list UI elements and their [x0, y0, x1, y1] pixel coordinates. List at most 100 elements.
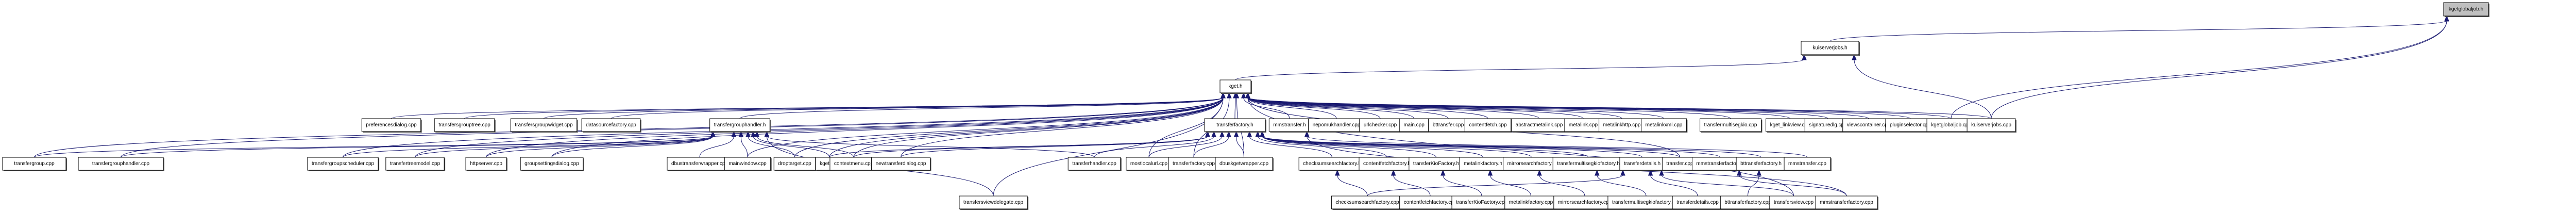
node-box[interactable]	[773, 157, 816, 171]
node-transfersviewdelegate-cpp[interactable]: transfersviewdelegate.cpp	[959, 195, 1029, 210]
node-transfermultisegkiofactory-h[interactable]: transfermultisegkiofactory.h	[1552, 157, 1625, 171]
node-mmstransfer-h[interactable]: mmstransfer.h	[1268, 118, 1311, 133]
node-transferhandler-cpp[interactable]: transferhandler.cpp	[1067, 157, 1122, 171]
node-bttransferfactory-cpp[interactable]: bttransferfactory.cpp	[1720, 195, 1776, 210]
node-transfergrouphandler-cpp[interactable]: transfergrouphandler.cpp	[78, 157, 164, 171]
node-transferfactory-cpp[interactable]: transferfactory.cpp	[1168, 157, 1221, 171]
node-box[interactable]	[1720, 195, 1776, 209]
node-mainwindow-cpp[interactable]: mainwindow.cpp	[724, 157, 772, 171]
node-box[interactable]	[1428, 118, 1468, 132]
node-transferdetails-h[interactable]: transferdetails.h	[1619, 157, 1666, 171]
node-abstractmetalink-cpp[interactable]: abstractmetalink.cpp	[1511, 118, 1568, 133]
node-box[interactable]	[1268, 118, 1311, 132]
node-box[interactable]	[1641, 118, 1687, 132]
node-box[interactable]	[724, 157, 771, 171]
node-box[interactable]	[959, 195, 1028, 209]
node-box[interactable]	[1331, 195, 1404, 209]
node-kget-h[interactable]: kget.h	[1219, 79, 1252, 94]
node-box[interactable]	[1399, 195, 1461, 209]
node-mmstransferfactory-cpp[interactable]: mmstransferfactory.cpp	[1815, 195, 1878, 210]
node-box[interactable]	[510, 118, 578, 132]
node-mmstransfer-cpp[interactable]: mmstransfer.cpp	[1784, 157, 1832, 171]
node-box[interactable]	[581, 118, 641, 132]
node-kuiserverjobs-h[interactable]: kuiserverjobs.h	[1801, 41, 1860, 56]
node-dbustransferwrapper-cpp[interactable]: dbustransferwrapper.cpp	[667, 157, 734, 171]
node-kuiserverjobs-cpp[interactable]: kuiserverjobs.cpp	[1967, 118, 2016, 133]
node-transfersgrouptree-cpp[interactable]: transfersgrouptree.cpp	[434, 118, 496, 133]
node-bttransfer-cpp[interactable]: bttransfer.cpp	[1428, 118, 1469, 133]
node-droptarget-cpp[interactable]: droptarget.cpp	[773, 157, 817, 171]
node-box[interactable]	[1553, 195, 1616, 209]
node-box[interactable]	[1204, 118, 1266, 132]
node-transfermultisegkio-cpp[interactable]: transfermultisegkio.cpp	[1700, 118, 1762, 133]
node-box[interactable]	[1511, 118, 1567, 132]
node-newtransferdialog-cpp[interactable]: newtransferdialog.cpp	[871, 157, 931, 171]
node-box[interactable]	[465, 157, 507, 171]
node-transfersgroupwidget-cpp[interactable]: transfersgroupwidget.cpp	[510, 118, 578, 133]
node-box[interactable]	[1464, 118, 1512, 132]
node-box[interactable]	[1672, 195, 1723, 209]
node-main-cpp[interactable]: main.cpp	[1399, 118, 1430, 133]
node-transfergroup-cpp[interactable]: transfergroup.cpp	[2, 157, 67, 171]
node-box[interactable]	[1308, 118, 1365, 132]
node-groupsettingsdialog-cpp[interactable]: groupsettingsdialog.cpp	[520, 157, 584, 171]
node-box[interactable]	[2443, 2, 2489, 17]
node-box[interactable]	[1967, 118, 2016, 132]
node-metalinkxml-cpp[interactable]: metalinkxml.cpp	[1641, 118, 1688, 133]
node-mirrorsearchfactory-h[interactable]: mirrorsearchfactory.h	[1503, 157, 1561, 171]
node-transferfactory-h[interactable]: transferfactory.h	[1204, 118, 1266, 133]
node-metalinkfactory-h[interactable]: metalinkfactory.h	[1459, 157, 1507, 171]
node-box[interactable]	[1503, 157, 1560, 171]
node-metalinkfactory-cpp[interactable]: metalinkfactory.cpp	[1504, 195, 1558, 210]
node-transfertreemodel-cpp[interactable]: transfertreemodel.cpp	[385, 157, 446, 171]
node-box[interactable]	[1700, 118, 1761, 132]
node-box[interactable]	[385, 157, 445, 171]
node-transferKioFactory-cpp[interactable]: transferKioFactory.cpp	[1451, 195, 1513, 210]
node-box[interactable]	[2, 157, 66, 171]
node-checksumsearchfactory-cpp[interactable]: checksumsearchfactory.cpp	[1331, 195, 1404, 210]
node-bttransferfactory-h[interactable]: bttransferfactory.h	[1736, 157, 1787, 171]
node-transfersview-cpp[interactable]: transfersview.cpp	[1769, 195, 1819, 210]
node-box[interactable]	[1801, 41, 1859, 55]
node-box[interactable]	[361, 118, 421, 132]
node-datasourcefactory-cpp[interactable]: datasourcefactory.cpp	[581, 118, 641, 133]
node-box[interactable]	[307, 157, 379, 171]
node-contextmenu-cpp[interactable]: contextmenu.cpp	[829, 157, 879, 171]
node-preferencesdialog-cpp[interactable]: preferencesdialog.cpp	[361, 118, 422, 133]
node-box[interactable]	[434, 118, 495, 132]
node-box[interactable]	[1298, 157, 1366, 171]
node-dbuskgetwrapper-cpp[interactable]: dbuskgetwrapper.cpp	[1215, 157, 1274, 171]
node-box[interactable]	[1564, 118, 1602, 132]
node-transfergroupscheduler-cpp[interactable]: transfergroupscheduler.cpp	[307, 157, 380, 171]
node-kgetglobaljob-h[interactable]: kgetglobaljob.h	[2443, 2, 2489, 17]
node-metalink-cpp[interactable]: metalink.cpp	[1564, 118, 1603, 133]
node-contentfetchfactory-h[interactable]: contentfetchfactory.h	[1359, 157, 1416, 171]
node-box[interactable]	[1769, 195, 1818, 209]
node-box[interactable]	[1662, 157, 1698, 171]
node-box[interactable]	[520, 157, 584, 171]
node-box[interactable]	[1219, 79, 1251, 93]
node-box[interactable]	[1504, 195, 1557, 209]
node-transferKioFactory-h[interactable]: transferKioFactory.h	[1409, 157, 1465, 171]
node-box[interactable]	[78, 157, 164, 171]
node-box[interactable]	[1815, 195, 1878, 209]
node-box[interactable]	[1736, 157, 1786, 171]
node-box[interactable]	[1067, 157, 1121, 171]
node-box[interactable]	[1552, 157, 1624, 171]
node-box[interactable]	[1215, 157, 1273, 171]
node-box[interactable]	[1168, 157, 1219, 171]
node-httpserver-cpp[interactable]: httpserver.cpp	[465, 157, 507, 171]
node-contentfetch-cpp[interactable]: contentfetch.cpp	[1464, 118, 1512, 133]
node-urlchecker-cpp[interactable]: urlchecker.cpp	[1359, 118, 1402, 133]
node-nepomukhandler-cpp[interactable]: nepomukhandler.cpp	[1308, 118, 1366, 133]
node-box[interactable]	[709, 118, 770, 132]
node-box[interactable]	[829, 157, 878, 171]
node-mirrorsearchfactory-cpp[interactable]: mirrorsearchfactory.cpp	[1553, 195, 1617, 210]
node-checksumsearchfactory-h[interactable]: checksumsearchfactory.h	[1298, 157, 1366, 171]
node-box[interactable]	[871, 157, 930, 171]
node-contentfetchfactory-cpp[interactable]: contentfetchfactory.cpp	[1399, 195, 1462, 210]
node-transferdetails-cpp[interactable]: transferdetails.cpp	[1672, 195, 1724, 210]
node-transfergrouphandler-h[interactable]: transfergrouphandler.h	[709, 118, 771, 133]
node-mostlocalurl-cpp[interactable]: mostlocalurl.cpp	[1126, 157, 1173, 171]
node-box[interactable]	[1784, 157, 1831, 171]
